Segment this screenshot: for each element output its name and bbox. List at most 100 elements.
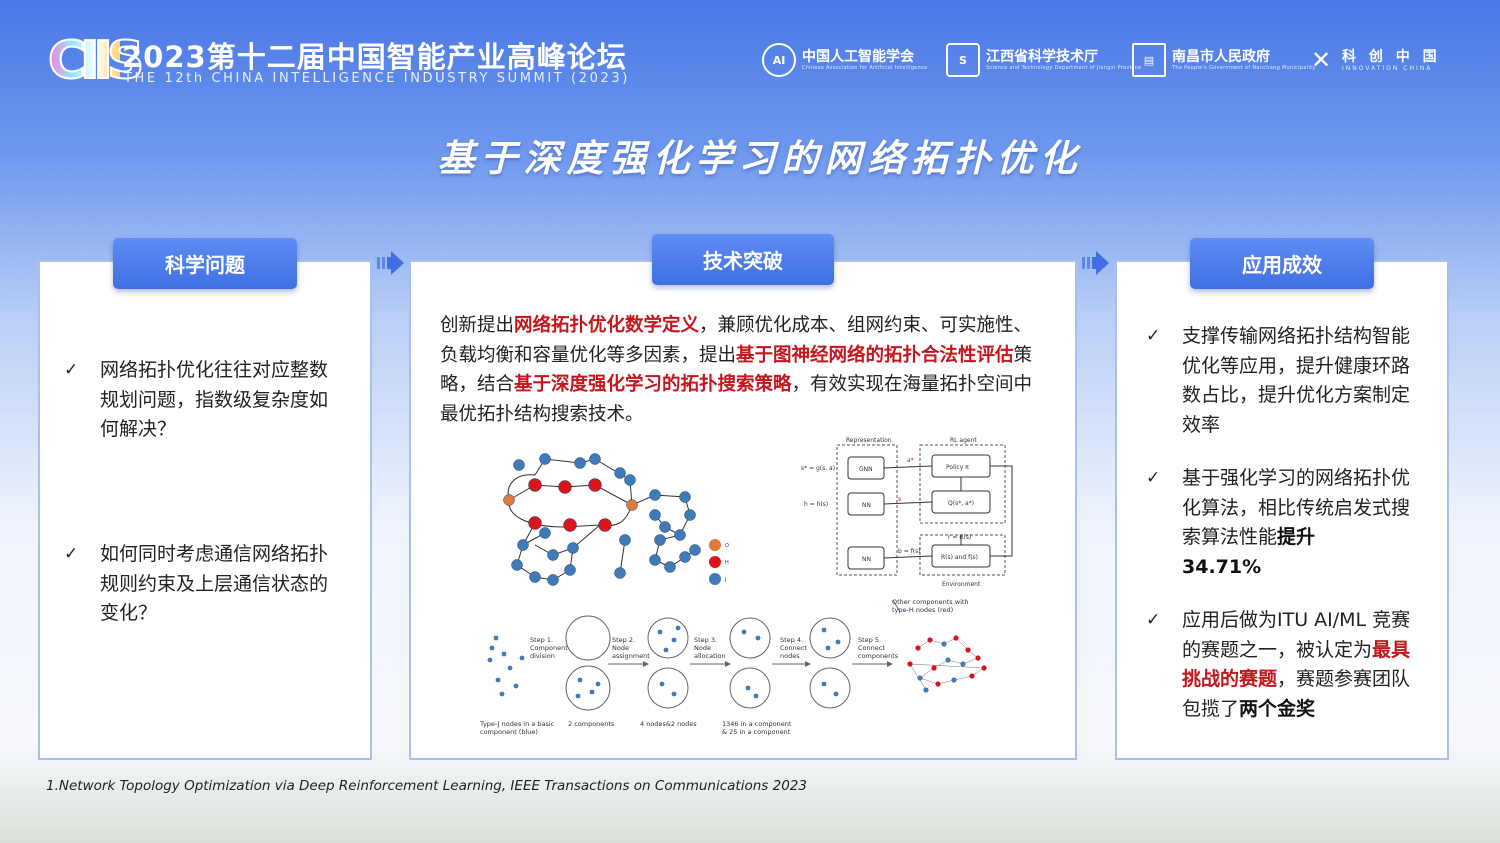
bullet-text: 应用后做为ITU AI/ML 竞赛的赛题之一，被认定为 bbox=[1182, 609, 1411, 661]
org-name: 科 创 中 国 bbox=[1342, 48, 1441, 65]
bullet-text: 基于强化学习的网络拓扑优化算法，相比传统启发式搜索算法性能 bbox=[1182, 467, 1411, 548]
graph-node bbox=[528, 478, 542, 492]
step-edge bbox=[909, 663, 985, 669]
step-node bbox=[745, 685, 751, 691]
org-en: Chinese Association for Artificial Intel… bbox=[802, 65, 928, 71]
graph-node bbox=[567, 542, 579, 554]
step-edge bbox=[933, 659, 949, 669]
label-hs: h = h(s) bbox=[804, 501, 828, 508]
legend-swatch bbox=[709, 539, 721, 551]
step-node bbox=[487, 657, 493, 663]
label-rl-agent: RL agent bbox=[950, 437, 977, 444]
step-node bbox=[513, 683, 519, 689]
graph-node bbox=[649, 509, 661, 521]
graph-node bbox=[563, 518, 577, 532]
graph-node bbox=[689, 544, 701, 556]
bullet-result-1: ✓ 支撑传输网络拓扑结构智能优化等应用，提升健康环路数占比，提升优化方案制定效率 bbox=[1146, 322, 1414, 440]
check-icon: ✓ bbox=[64, 544, 79, 564]
step-node bbox=[941, 641, 947, 647]
graph-node bbox=[513, 459, 525, 471]
graph-node bbox=[511, 559, 523, 571]
step-node bbox=[960, 661, 966, 667]
legend-label: H bbox=[725, 560, 729, 566]
graph-node bbox=[674, 529, 686, 541]
label-s-star: s* = g(s, a) bbox=[801, 465, 835, 472]
graph-node bbox=[679, 491, 691, 503]
org-en: The People's Government of Nanchang Muni… bbox=[1172, 65, 1316, 71]
label-environment: Environment bbox=[942, 581, 981, 588]
bullet-text: 如何同时考虑通信网络拓扑规则约束及上层通信状态的变化？ bbox=[100, 543, 329, 624]
graph-node bbox=[654, 534, 666, 546]
step-node bbox=[495, 677, 501, 683]
check-icon: ✓ bbox=[64, 360, 79, 380]
step-node bbox=[923, 687, 929, 693]
step-edge bbox=[955, 637, 969, 651]
org-en: Science and Technology Department of Jia… bbox=[986, 65, 1142, 71]
step-node bbox=[951, 677, 957, 683]
step-node bbox=[975, 655, 981, 661]
paragraph-text: 策略，结合 bbox=[440, 344, 1033, 396]
graph-node bbox=[684, 509, 696, 521]
paragraph-text: 创新提出 bbox=[440, 315, 515, 336]
step-node bbox=[917, 675, 923, 681]
graph-node bbox=[528, 516, 542, 530]
step-node bbox=[501, 651, 507, 657]
highlight-term: 网络拓扑优化数学定义 bbox=[514, 315, 700, 336]
label-a-star: a* bbox=[907, 457, 914, 464]
step-node bbox=[953, 635, 959, 641]
panel-application-results bbox=[1115, 260, 1449, 760]
step-node bbox=[671, 691, 677, 697]
graph-node bbox=[649, 489, 661, 501]
caai-logo-icon: AI bbox=[762, 43, 796, 77]
step-node bbox=[575, 693, 581, 699]
footnote-reference: 1.Network Topology Optimization via Deep… bbox=[46, 778, 807, 794]
bullet-problem-1: ✓ 网络拓扑优化往往对应整数规划问题，指数级复杂度如何解决？ bbox=[64, 356, 334, 445]
highlight-term: 基于图神经网络的拓扑合法性评估 bbox=[736, 344, 1014, 366]
graph-node bbox=[558, 480, 572, 494]
check-icon: ✓ bbox=[1146, 610, 1161, 630]
step-node bbox=[755, 635, 761, 641]
summit-subtitle: THE 12th CHINA INTELLIGENCE INDUSTRY SUM… bbox=[124, 71, 630, 86]
graph-node bbox=[503, 494, 515, 506]
innovation-china-logo-icon: ✕ bbox=[1310, 46, 1332, 74]
graph-node bbox=[624, 474, 636, 486]
label-representation: Representation bbox=[846, 437, 892, 444]
step-node bbox=[835, 639, 841, 645]
graph-node bbox=[598, 518, 612, 532]
org-name: 中国人工智能学会 bbox=[802, 49, 914, 65]
step-node bbox=[931, 665, 937, 671]
org-en: INNOVATION CHINA bbox=[1342, 64, 1433, 72]
step-edge bbox=[953, 675, 973, 681]
tab-tech-breakthrough: 技术突破 bbox=[652, 234, 834, 285]
arrow-right-icon bbox=[1082, 251, 1109, 275]
step-node bbox=[821, 681, 827, 687]
graph-node bbox=[589, 453, 601, 465]
step-node bbox=[969, 673, 975, 679]
network-graph-figure: OHJ bbox=[503, 453, 729, 586]
box-q-value: Q(s*, a*) bbox=[948, 500, 974, 507]
caption-3: 4 nodes&2 nodes bbox=[640, 720, 697, 728]
step-node bbox=[833, 691, 839, 697]
tab-application-results: 应用成效 bbox=[1190, 238, 1374, 289]
graph-node bbox=[529, 571, 541, 583]
step-node bbox=[927, 637, 933, 643]
paragraph-text: ，有效实现在海量拓扑空间中最优拓扑结构搜索技术。 bbox=[440, 374, 1033, 425]
step-node bbox=[659, 681, 665, 687]
step-edge bbox=[937, 679, 955, 685]
graph-node bbox=[547, 574, 559, 586]
legend-swatch bbox=[709, 556, 721, 568]
arrow-right-icon bbox=[377, 251, 404, 275]
ciis-logo: CIIS bbox=[47, 28, 145, 94]
label-r-eq: r = R(s) bbox=[948, 534, 971, 541]
graph-node bbox=[614, 567, 626, 579]
